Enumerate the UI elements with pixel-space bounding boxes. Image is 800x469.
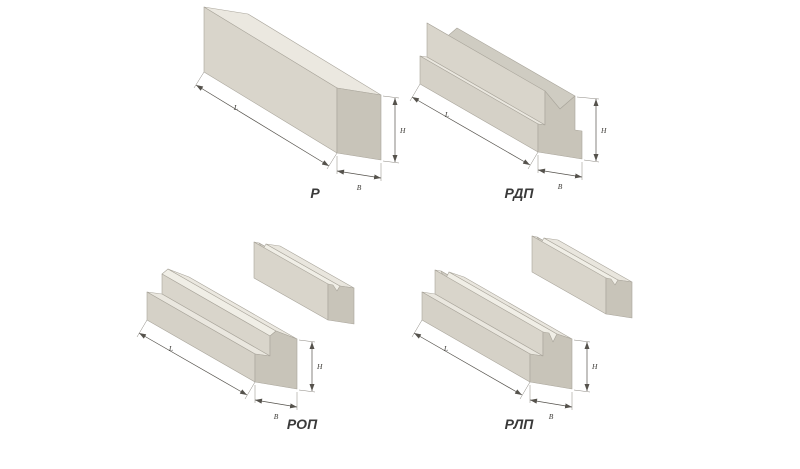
rlp-dimensions: L H B <box>411 319 598 421</box>
rop-dim-b-line <box>254 398 298 409</box>
figure-rlp: L H B РЛП <box>411 235 633 432</box>
rop-companion-end-face <box>327 283 355 325</box>
rop-companion-piece <box>253 241 355 325</box>
figure-r: L H B Р <box>193 6 406 201</box>
rlp-dim-b-label: B <box>549 412 554 421</box>
rlp-dim-l-ext-1 <box>411 319 423 338</box>
r-dim-l-line <box>195 84 330 167</box>
r-dim-l-ext-2 <box>326 152 338 170</box>
rdp-dim-h-label: H <box>600 126 607 135</box>
rdp-dim-l-ext-2 <box>527 151 539 170</box>
rop-dim-l-line <box>138 332 248 396</box>
r-end-face <box>336 87 382 161</box>
rdp-dim-l-line <box>411 96 531 166</box>
rlp-companion-piece <box>531 235 633 319</box>
r-caption: Р <box>310 185 320 201</box>
rdp-dim-h-ext-2 <box>583 159 600 163</box>
rdp-dimensions: L H B <box>409 83 607 191</box>
rop-dimensions: L H B <box>136 319 323 421</box>
rop-caption: РОП <box>287 416 318 432</box>
rdp-beam <box>419 22 583 160</box>
rlp-caption: РЛП <box>505 416 535 432</box>
rdp-dim-l-label: L <box>444 110 449 119</box>
rlp-dim-h-label: H <box>591 362 598 371</box>
rop-dim-h-ext-1 <box>298 339 316 343</box>
r-dim-h-ext-2 <box>382 160 400 164</box>
rop-dim-l-ext-2 <box>244 381 256 400</box>
rdp-dim-b-label: B <box>558 182 563 191</box>
rlp-dim-h-ext-1 <box>573 339 591 343</box>
r-dim-b-label: B <box>357 183 362 192</box>
rlp-dim-l-ext-2 <box>519 381 531 400</box>
rop-dim-h-label: H <box>316 362 323 371</box>
figure-rdp: L H B РДП <box>409 22 607 201</box>
r-dim-h-ext-1 <box>382 95 400 99</box>
rdp-caption: РДП <box>505 185 535 201</box>
rdp-end-face <box>537 90 583 160</box>
rlp-dim-l-line <box>413 332 523 396</box>
rlp-dim-b-line <box>529 398 573 409</box>
r-dim-h-label: H <box>399 126 406 135</box>
r-dim-b-line <box>336 169 382 180</box>
r-dimensions: L H B <box>193 71 406 192</box>
rlp-dim-l-label: L <box>443 344 448 353</box>
rdp-dim-h-ext-1 <box>576 96 600 100</box>
r-dim-l-label: L <box>233 103 238 112</box>
rop-dim-b-label: B <box>274 412 279 421</box>
rdp-dim-l-ext-1 <box>409 83 421 102</box>
rlp-dim-h-ext-2 <box>573 389 591 393</box>
rlp-companion-end-face <box>605 277 633 319</box>
rlp-beam <box>421 269 573 390</box>
rop-end-face <box>254 330 298 390</box>
rlp-end-face <box>529 331 573 390</box>
figure-rop: L H B РОП <box>136 241 355 432</box>
r-dim-l-ext-1 <box>193 71 205 89</box>
r-beam <box>203 6 382 161</box>
rop-dim-l-ext-1 <box>136 319 148 338</box>
rop-dim-l-label: L <box>168 344 173 353</box>
rdp-dim-b-line <box>537 168 583 179</box>
rop-dim-h-ext-2 <box>298 389 316 393</box>
